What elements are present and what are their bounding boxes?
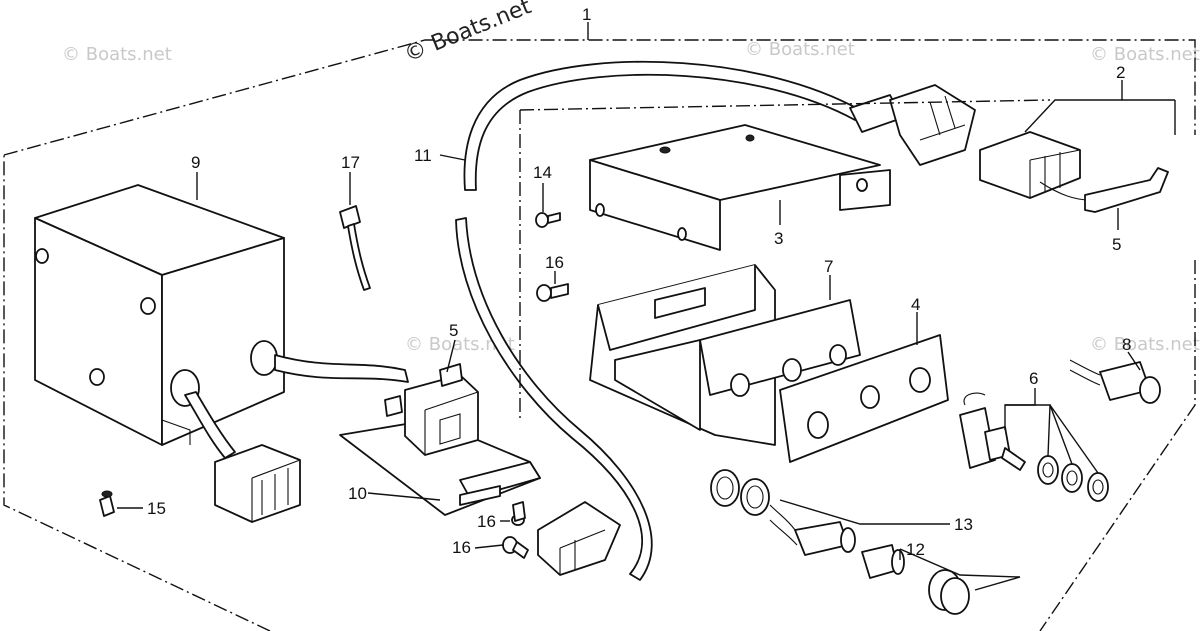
pilot-lamp-8[interactable] [1069,359,1161,404]
callout-6: 6 [1029,369,1038,388]
screw-16-upper[interactable] [536,283,569,302]
connector-5-lower[interactable] [384,363,479,456]
callout-2: 2 [1116,63,1125,82]
nut-6a[interactable] [1037,455,1059,485]
box-connector[interactable] [214,444,301,523]
washer-13b[interactable] [740,478,770,516]
watermark-text: © Boats.net [1090,334,1200,355]
callout-17: 17 [341,153,360,172]
callout-16-mid: 16 [477,512,496,531]
callout-16-lower: 16 [452,538,471,557]
screw-14[interactable] [535,212,561,228]
tube-11-lower [455,217,653,581]
upper-connector[interactable] [849,84,976,166]
watermark-text: © Boats.net [745,39,855,60]
screw-15[interactable] [99,490,115,517]
callout-1: 1 [582,5,591,24]
clip-bracket-5-upper[interactable] [1084,167,1169,213]
cable-clip-17[interactable] [339,205,371,291]
callout-9: 9 [191,153,200,172]
callout-8: 8 [1122,335,1131,354]
screw-16-mid[interactable] [511,501,526,526]
watermark-text: © Boats.net [405,334,515,355]
callout-5-upper: 5 [1112,235,1121,254]
callout-12: 12 [906,540,925,559]
callout-15: 15 [147,499,166,518]
control-box[interactable] [34,184,285,446]
lamp-socket-13[interactable] [769,504,856,556]
lens-cap[interactable] [928,569,970,615]
callout-3: 3 [774,229,783,248]
connector-2[interactable] [979,131,1091,201]
bulb-12[interactable] [861,544,905,579]
nut-6c[interactable] [1087,472,1109,502]
nut-6b[interactable] [1061,463,1083,493]
callout-4: 4 [911,295,920,314]
watermark-text: © Boats.net [62,44,172,65]
panel-frame-7[interactable] [589,264,861,446]
panel-plate-4[interactable] [779,334,949,463]
callout-5-lower: 5 [449,321,458,340]
panel-group-outline [519,99,1051,420]
callout-13: 13 [954,515,973,534]
toggle-switch-6[interactable] [959,392,1026,471]
box-harness-lower [184,391,236,459]
callout-14: 14 [533,163,552,182]
watermark-text: © Boats.net [1090,44,1200,65]
callout-11: 11 [414,146,432,165]
callout-7: 7 [824,257,833,276]
callout-10: 10 [348,484,367,503]
callout-16-upper: 16 [545,253,564,272]
bracket-3[interactable] [589,124,891,251]
screw-16-lower[interactable] [502,536,529,559]
box-harness [274,354,409,383]
plug-connector[interactable] [537,501,621,576]
watermark-main: © Boats.net [401,0,535,68]
callout-labels: 1 2 3 4 5 5 6 7 8 9 10 11 12 13 14 15 16… [147,5,1131,559]
assembly-outline [3,39,1196,631]
washer-13a[interactable] [710,469,740,507]
leader-lines [117,22,1176,591]
